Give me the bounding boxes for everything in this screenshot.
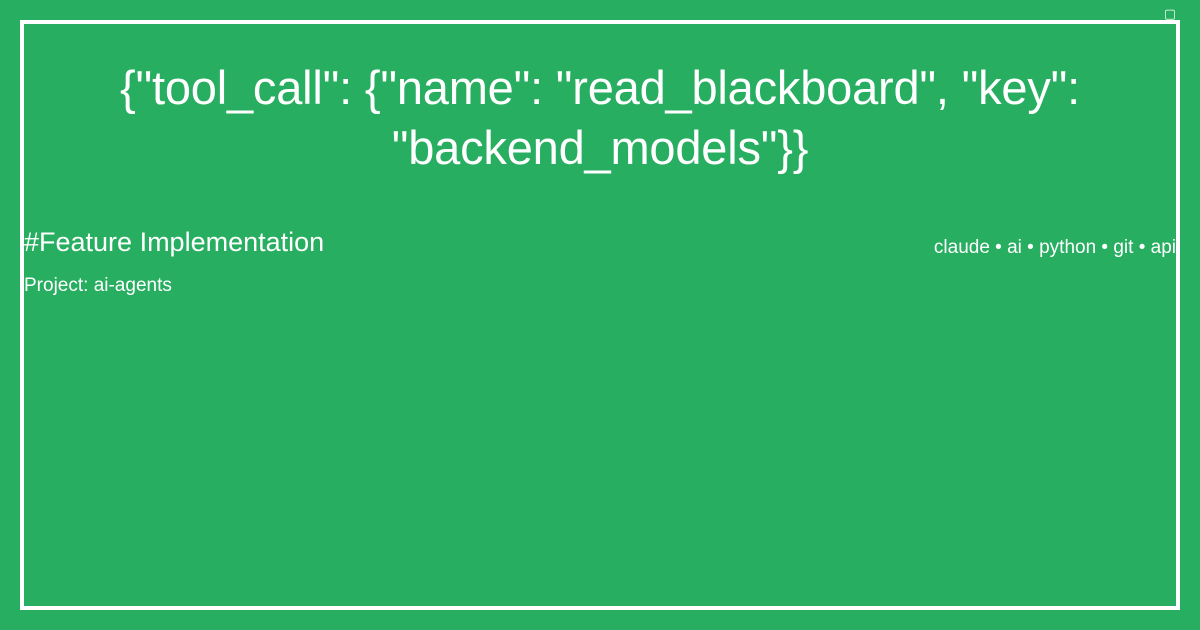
card-border-frame	[20, 20, 1180, 610]
page-title: {"tool_call": {"name": "read_blackboard"…	[120, 61, 1080, 174]
meta-row: #Feature Implementation Project: ai-agen…	[24, 226, 1176, 298]
category-label: #Feature Implementation	[24, 227, 325, 257]
missing-glyph-icon: ▢	[1163, 7, 1176, 22]
tag-list: claude • ai • python • git • api	[933, 237, 1176, 258]
meta-left-group: #Feature Implementation Project: ai-agen…	[24, 226, 324, 298]
card-content: {"tool_call": {"name": "read_blackboard"…	[24, 4, 1176, 626]
project-label: Project: ai-agents	[24, 275, 172, 296]
